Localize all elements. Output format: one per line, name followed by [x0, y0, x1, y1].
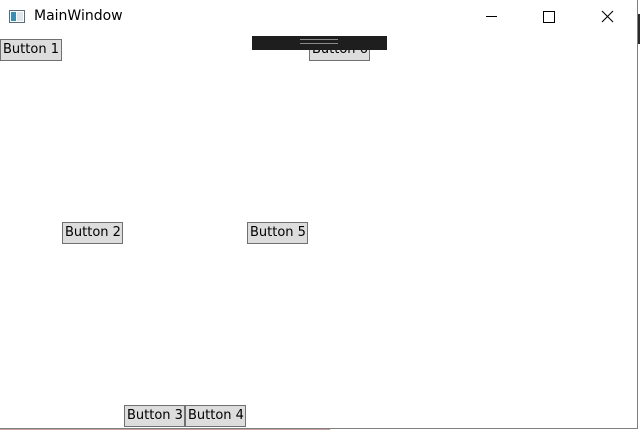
button-5[interactable]: Button 5: [247, 222, 308, 244]
title-bar[interactable]: MainWindow: [0, 0, 637, 34]
background-edge-right: [638, 14, 640, 44]
close-button[interactable]: [584, 0, 630, 32]
window-app-icon[interactable]: [9, 10, 25, 23]
in-app-debug-toolbar[interactable]: [252, 36, 387, 50]
close-icon: [601, 10, 614, 23]
button-3[interactable]: Button 3: [124, 405, 185, 427]
maximize-icon: [543, 11, 555, 23]
button-2[interactable]: Button 2: [62, 222, 123, 244]
minimize-button[interactable]: [468, 0, 514, 32]
button-1[interactable]: Button 1: [0, 39, 62, 61]
drag-grip-icon[interactable]: [300, 39, 338, 44]
window-title: MainWindow: [34, 8, 123, 24]
button-4[interactable]: Button 4: [185, 405, 246, 427]
minimize-icon: [486, 16, 497, 17]
maximize-button[interactable]: [525, 0, 571, 32]
